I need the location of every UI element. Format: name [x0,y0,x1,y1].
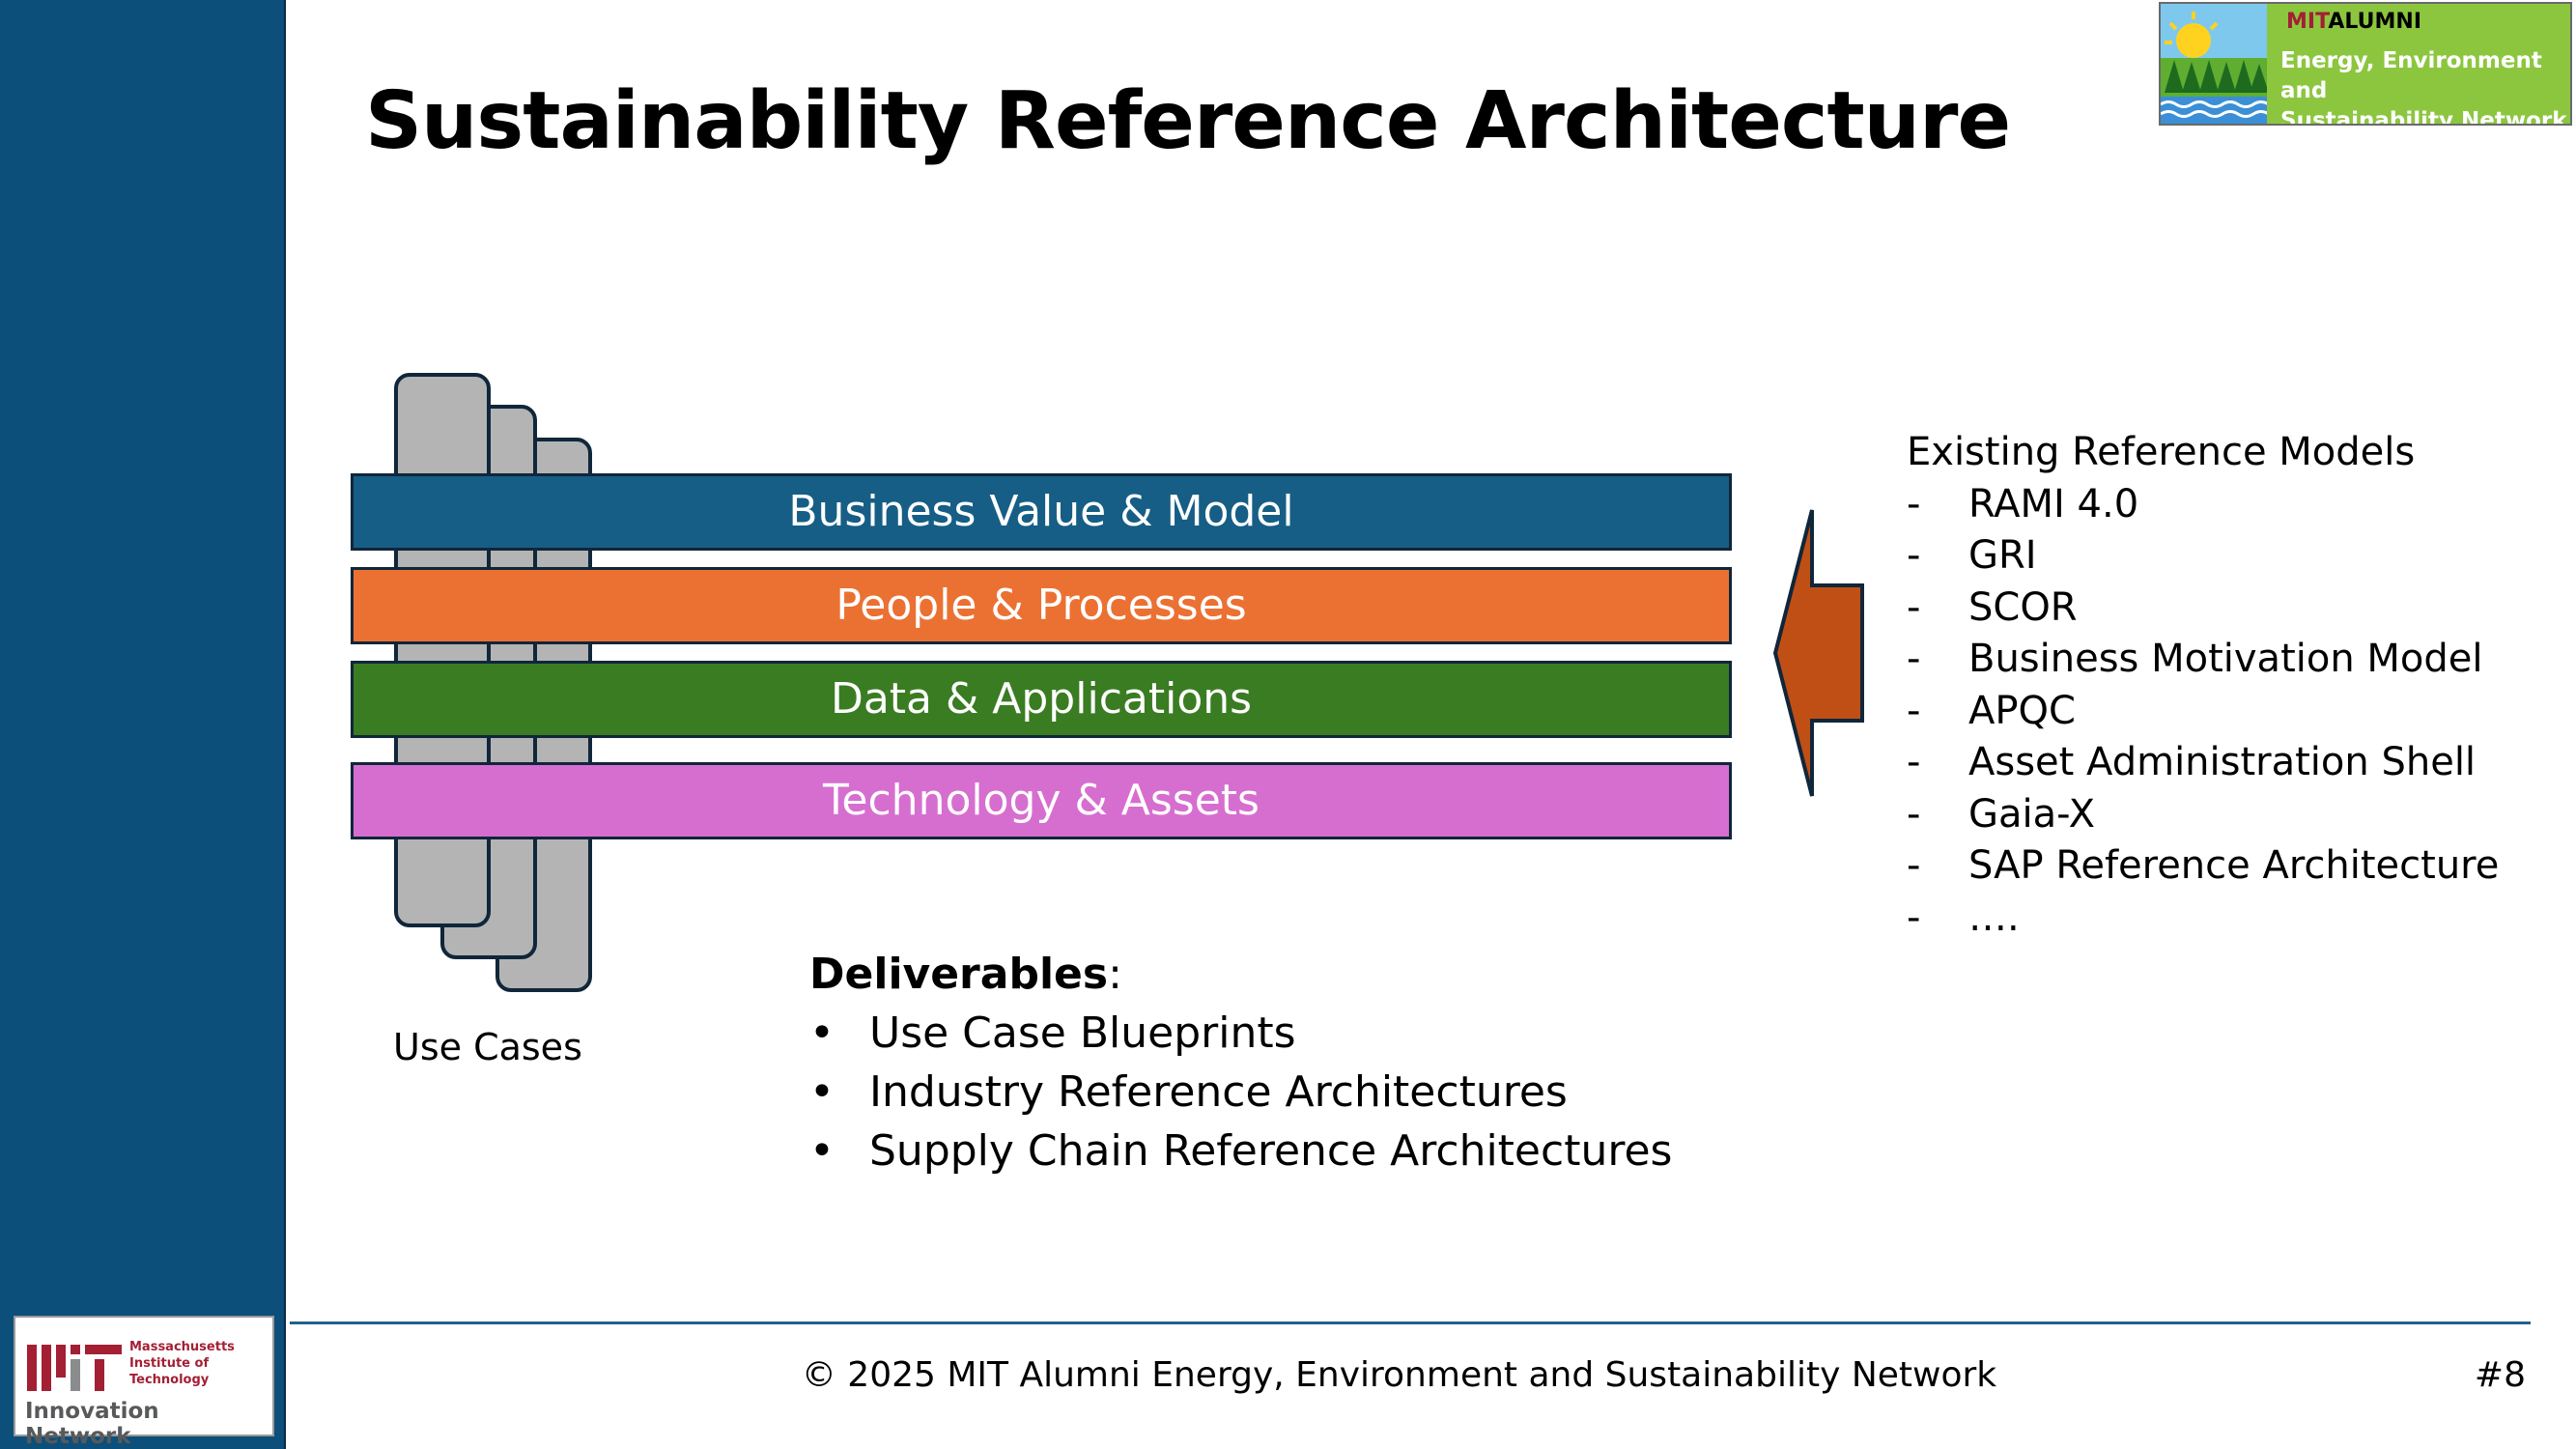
list-item: APQC [1907,686,2499,738]
left-arrow-icon [1772,509,1864,797]
layer-people-processes: People & Processes [351,567,1732,644]
list-item: Supply Chain Reference Architectures [809,1122,1672,1180]
list-item: SAP Reference Architecture [1907,840,2499,893]
reference-models-heading: Existing Reference Models [1907,430,2416,474]
mit-institute-name: Massachusetts Institute of Technology [129,1340,235,1387]
sidebar-band [0,0,286,1449]
innovation-network-label: Innovation Network [25,1399,159,1449]
copyright-text: © 2025 MIT Alumni Energy, Environment an… [801,1355,1997,1395]
layer-technology-assets: Technology & Assets [351,762,1732,839]
slide-title: Sustainability Reference Architecture [365,75,2011,167]
page-number: #8 [2474,1355,2526,1395]
brand-suffix: ALUMNI [2328,10,2422,34]
layer-business-value: Business Value & Model [351,473,1732,551]
brand-prefix: MIT [2286,10,2329,34]
copyright-line: © 2025 MIT Alumni Energy, Environment an… [0,1355,2576,1395]
use-case-column-front [394,373,491,927]
mit-alumni-eesn-logo: MITALUMNI Energy, Environment and Sustai… [2159,2,2572,126]
list-item: Industry Reference Architectures [809,1063,1672,1122]
deliverables-block: Deliverables: Use Case Blueprints Indust… [809,945,1672,1180]
mit-logo-icon [27,1345,122,1391]
reference-models-block: Existing Reference Models RAMI 4.0 GRI S… [1907,427,2499,944]
landscape-icon [2161,4,2267,124]
mit-innovation-network-logo: Massachusetts Institute of Technology In… [14,1316,274,1449]
network-tagline: Energy, Environment and Sustainability N… [2280,48,2567,126]
use-cases-label: Use Cases [393,1026,582,1068]
deliverables-list: Use Case Blueprints Industry Reference A… [809,1004,1672,1180]
mit-alumni-brand: MITALUMNI [2286,10,2421,34]
list-item: Business Motivation Model [1907,634,2499,686]
list-item: GRI [1907,530,2499,582]
deliverables-colon: : [1108,950,1122,999]
footer-divider [290,1321,2531,1324]
deliverables-heading-line: Deliverables: [809,945,1672,1004]
layer-data-applications: Data & Applications [351,661,1732,738]
list-item: RAMI 4.0 [1907,479,2499,531]
list-item: Asset Administration Shell [1907,737,2499,789]
list-item: SCOR [1907,582,2499,635]
list-item: Use Case Blueprints [809,1004,1672,1063]
reference-models-list: RAMI 4.0 GRI SCOR Business Motivation Mo… [1907,479,2499,945]
list-item: Gaia-X [1907,789,2499,841]
list-item: …. [1907,893,2499,945]
deliverables-heading: Deliverables [809,950,1109,999]
